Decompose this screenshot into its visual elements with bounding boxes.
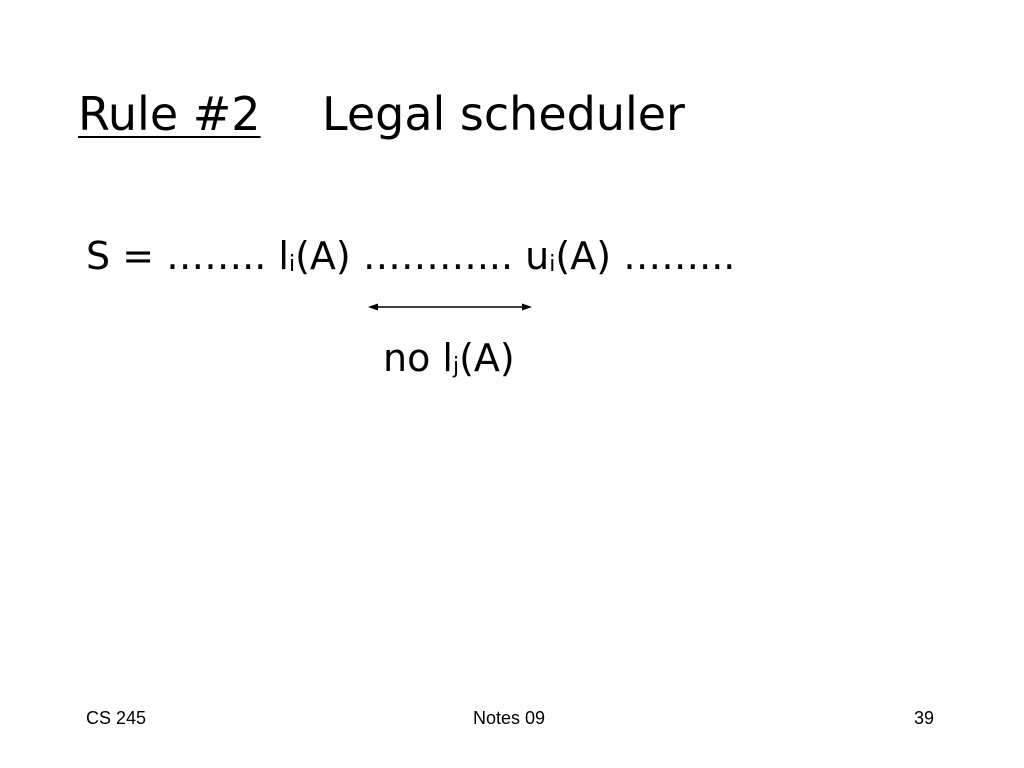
- constraint-prefix: no l: [383, 336, 453, 380]
- footer-course: CS 245: [86, 708, 147, 728]
- constraint-arg: (A): [459, 336, 515, 380]
- constraint-label: no lj(A): [383, 334, 515, 382]
- lock-subscript: i: [288, 252, 296, 277]
- lock-arg: (A): [295, 234, 351, 278]
- formula-middle: ………...: [362, 234, 514, 278]
- slide-title: Legal scheduler: [322, 87, 685, 141]
- formula-prefix: S = ……..: [86, 234, 267, 278]
- unlock-subscript: i: [549, 252, 556, 277]
- unlock-op: u: [525, 234, 550, 278]
- constraint-subscript: j: [452, 354, 460, 379]
- schedule-formula: S = …….. li(A) ………... ui(A) ……...: [86, 232, 735, 280]
- formula-suffix: ……...: [623, 234, 736, 278]
- lock-op: l: [278, 234, 289, 278]
- footer-notes: Notes 09: [473, 708, 546, 728]
- unlock-arg: (A): [555, 234, 612, 278]
- rule-label: Rule #2: [78, 87, 261, 141]
- double-headed-arrow-icon: [368, 303, 532, 311]
- footer-page-number: 39: [914, 708, 935, 728]
